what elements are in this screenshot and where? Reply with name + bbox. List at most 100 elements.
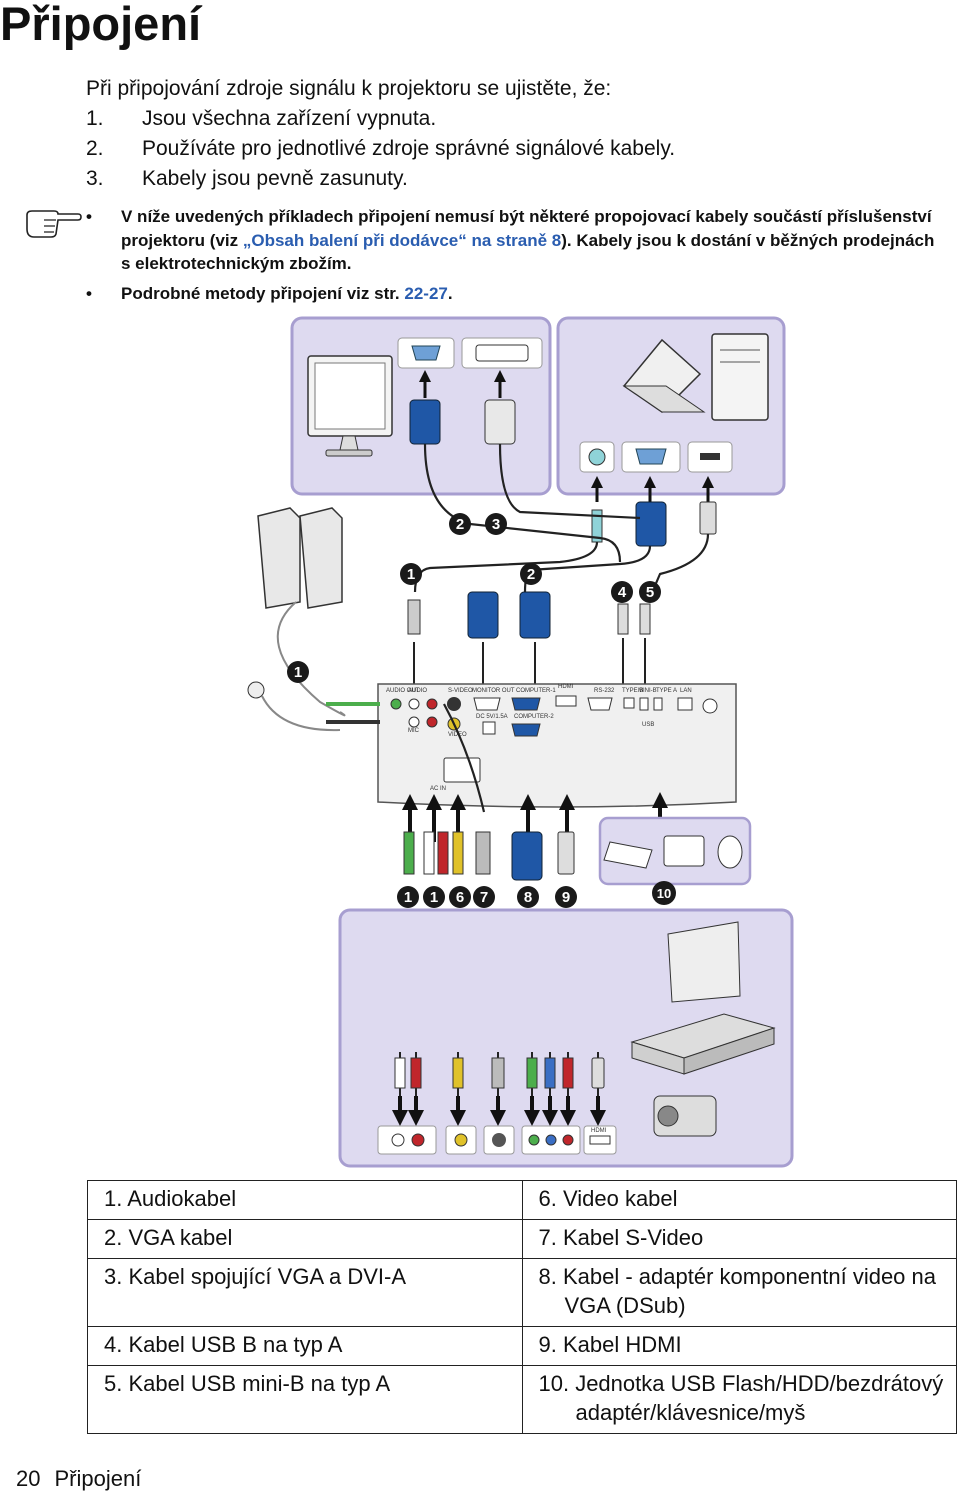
legend-cell: 9. Kabel HDMI bbox=[521, 1326, 957, 1366]
callout-badge: 5 bbox=[639, 581, 661, 603]
intro-lead: Při připojování zdroje signálu k projekt… bbox=[86, 77, 612, 100]
callout-badge-number: 6 bbox=[456, 889, 464, 906]
legend-cell: 6. Video kabel bbox=[521, 1180, 957, 1220]
vga-plug-icon bbox=[467, 591, 499, 639]
hdmi-plug-icon bbox=[591, 1057, 605, 1089]
legend-cell-text: 10. Jednotka USB Flash/HDD/bezdrátový ad… bbox=[538, 1371, 944, 1425]
notes-block: • V níže uvedených příkladech připojení … bbox=[86, 205, 936, 311]
port-label: COMPUTER-2 bbox=[514, 714, 554, 720]
port-label: USB bbox=[642, 722, 654, 728]
component-plug-icon bbox=[526, 1057, 538, 1089]
legend-cell: 1. Audiokabel bbox=[87, 1180, 523, 1220]
port-label: RS-232 bbox=[594, 688, 615, 694]
callout-badge-number: 1 bbox=[407, 566, 415, 583]
usb-port-icon bbox=[700, 453, 720, 460]
hdmi-plug-icon bbox=[557, 831, 575, 875]
projector-ports: AUDIO OUT AUDIO S-VIDEO MONITOR OUT COMP… bbox=[386, 684, 718, 792]
dvi-port-icon bbox=[475, 344, 529, 362]
callout-badge-number: 2 bbox=[456, 516, 464, 533]
legend-cell: 8. Kabel - adaptér komponentní video na … bbox=[521, 1258, 957, 1327]
callout-badge: 9 bbox=[555, 886, 577, 908]
intro-block: Při připojování zdroje signálu k projekt… bbox=[86, 74, 675, 194]
legend-cell: 2. VGA kabel bbox=[87, 1219, 523, 1259]
table-row: 2. VGA kabel 7. Kabel S-Video bbox=[87, 1219, 957, 1259]
note-text: . bbox=[447, 283, 453, 303]
av-devices-icon bbox=[630, 921, 776, 1137]
callout-badge-number: 7 bbox=[480, 889, 488, 906]
port-label: MONITOR OUT bbox=[472, 688, 515, 694]
callout-badge: 3 bbox=[485, 513, 507, 535]
port-label: MIC bbox=[408, 728, 420, 734]
cable-legend-table: 1. Audiokabel 6. Video kabel 2. VGA kabe… bbox=[87, 1180, 957, 1434]
list-item-number: 1. bbox=[86, 107, 104, 130]
pointing-hand-note-icon bbox=[26, 210, 82, 238]
mouse-icon bbox=[717, 835, 743, 869]
audio-jack-icon bbox=[588, 448, 606, 466]
s-video-plug-icon bbox=[475, 831, 491, 875]
usb-flash-drive-icon bbox=[603, 841, 653, 869]
bullet-mark: • bbox=[86, 207, 92, 226]
rca-plug-icon bbox=[452, 1057, 464, 1089]
legend-cell: 4. Kabel USB B na typ A bbox=[87, 1326, 523, 1366]
port-label: DC 5V/1.5A bbox=[476, 714, 508, 720]
microphone-icon bbox=[247, 681, 341, 732]
callout-badge-number: 5 bbox=[646, 584, 654, 601]
note-bullet: • V níže uvedených příkladech připojení … bbox=[86, 205, 936, 276]
legend-cell: 10. Jednotka USB Flash/HDD/bezdrátový ad… bbox=[521, 1365, 957, 1434]
port-label: COMPUTER-1 bbox=[516, 688, 556, 694]
package-contents-link[interactable]: „Obsah balení při dodávce“ na straně 8 bbox=[242, 230, 562, 250]
component-plug-icon bbox=[562, 1057, 574, 1089]
speakers-icon bbox=[257, 507, 346, 717]
table-row: 1. Audiokabel 6. Video kabel bbox=[87, 1180, 957, 1220]
callout-badge-number: 2 bbox=[527, 566, 535, 583]
callout-badge-number: 10 bbox=[657, 886, 671, 901]
callout-badge-number: 9 bbox=[562, 889, 570, 906]
callout-badge: 8 bbox=[517, 886, 539, 908]
note-text: ). Kabely jsou k dostání v běžných prode… bbox=[121, 230, 935, 274]
rca-plug-icon bbox=[410, 1057, 422, 1089]
list-item-number: 2. bbox=[86, 137, 104, 160]
pages-link[interactable]: 22-27 bbox=[404, 283, 448, 303]
vga-plug-icon bbox=[519, 591, 551, 639]
rca-plug-icon bbox=[437, 831, 449, 875]
callout-badge-number: 1 bbox=[404, 889, 412, 906]
port-label: S-VIDEO bbox=[448, 688, 473, 694]
table-row: 5. Kabel USB mini-B na typ A 10. Jednotk… bbox=[87, 1365, 957, 1434]
rca-plug-icon bbox=[452, 831, 464, 875]
keyboard-icon bbox=[663, 835, 705, 867]
dvi-plug-icon bbox=[484, 399, 516, 445]
audio-plug-icon bbox=[407, 599, 421, 635]
note-text: V níže uvedených příkladech připojení ne… bbox=[121, 207, 932, 250]
computer-icon bbox=[622, 333, 769, 421]
audio-in-port-box bbox=[377, 1125, 437, 1155]
list-item: 1.Jsou všechna zařízení vypnuta. bbox=[86, 104, 675, 134]
callout-badge-number: 1 bbox=[294, 664, 302, 681]
list-item: 3.Kabely jsou pevně zasunuty. bbox=[86, 164, 675, 194]
vga-port-icon bbox=[635, 448, 667, 465]
usb-plug-icon bbox=[699, 501, 717, 535]
port-label: AC IN bbox=[430, 786, 446, 792]
audio-plug-icon bbox=[403, 831, 415, 875]
port-label: HDMI bbox=[591, 1128, 607, 1134]
legend-cell: 3. Kabel spojující VGA a DVI-A bbox=[87, 1258, 523, 1327]
callout-badge: 1 bbox=[397, 886, 419, 908]
callout-badge: 1 bbox=[423, 886, 445, 908]
vga-plug-icon bbox=[409, 399, 441, 445]
callout-badge-number: 3 bbox=[492, 516, 500, 533]
vga-port-icon bbox=[411, 345, 441, 361]
list-item: 2. Používáte pro jednotlivé zdroje správn… bbox=[86, 134, 675, 164]
callout-badge: 2 bbox=[449, 513, 471, 535]
list-item-text: Používáte pro jednotlivé zdroje správné … bbox=[142, 137, 676, 160]
legend-cell: 5. Kabel USB mini-B na typ A bbox=[87, 1365, 523, 1434]
port-label: TYPE A bbox=[656, 688, 677, 694]
vga-plug-icon bbox=[511, 831, 543, 881]
legend-cell: 7. Kabel S-Video bbox=[521, 1219, 957, 1259]
monitor-icon bbox=[307, 355, 393, 457]
port-label: AUDIO bbox=[408, 688, 427, 694]
table-row: 3. Kabel spojující VGA a DVI-A 8. Kabel … bbox=[87, 1258, 957, 1327]
s-video-plug-icon bbox=[491, 1057, 505, 1089]
page-title: Připojení bbox=[0, 0, 202, 50]
list-item-text: Kabely jsou pevně zasunuty. bbox=[142, 167, 408, 190]
